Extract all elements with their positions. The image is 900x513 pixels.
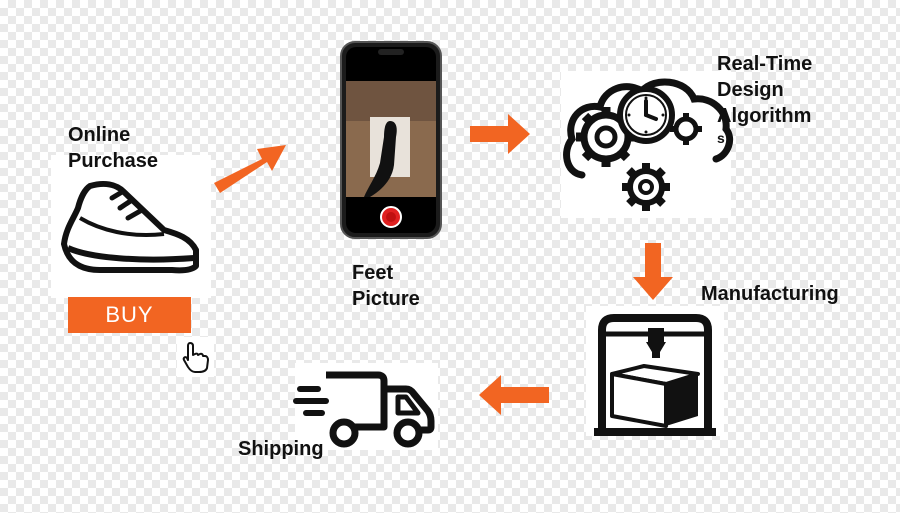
hand-pointer-icon bbox=[182, 341, 210, 373]
feet-picture-label: Feet Picture bbox=[352, 260, 420, 312]
manufacturing-label: Manufacturing bbox=[701, 283, 839, 305]
cloud-gears-clock-icon bbox=[562, 75, 734, 218]
buy-button[interactable]: BUY bbox=[68, 297, 191, 333]
3d-printer-icon bbox=[590, 312, 720, 438]
arrow-icon bbox=[210, 137, 290, 197]
shipping-label: Shipping bbox=[238, 438, 324, 460]
arrow-icon bbox=[633, 243, 673, 301]
label-line: s bbox=[717, 130, 725, 146]
arrow-icon bbox=[477, 374, 551, 416]
label-line: Purchase bbox=[68, 150, 159, 172]
label-line: Algorithm bbox=[717, 105, 812, 127]
label-line: Real-Time bbox=[717, 53, 813, 75]
delivery-truck-icon bbox=[293, 367, 438, 449]
sneaker-icon bbox=[60, 178, 200, 274]
label-line: Feet bbox=[352, 262, 394, 284]
label-line: Online bbox=[68, 124, 131, 146]
label-line: Picture bbox=[352, 288, 420, 310]
online-purchase-label: Online Purchase bbox=[68, 122, 158, 174]
smartphone-camera-icon bbox=[340, 41, 442, 239]
design-algorithms-label: Real-Time Design Algorithm s bbox=[717, 51, 812, 147]
label-line: Design bbox=[717, 79, 784, 101]
arrow-icon bbox=[470, 112, 532, 156]
